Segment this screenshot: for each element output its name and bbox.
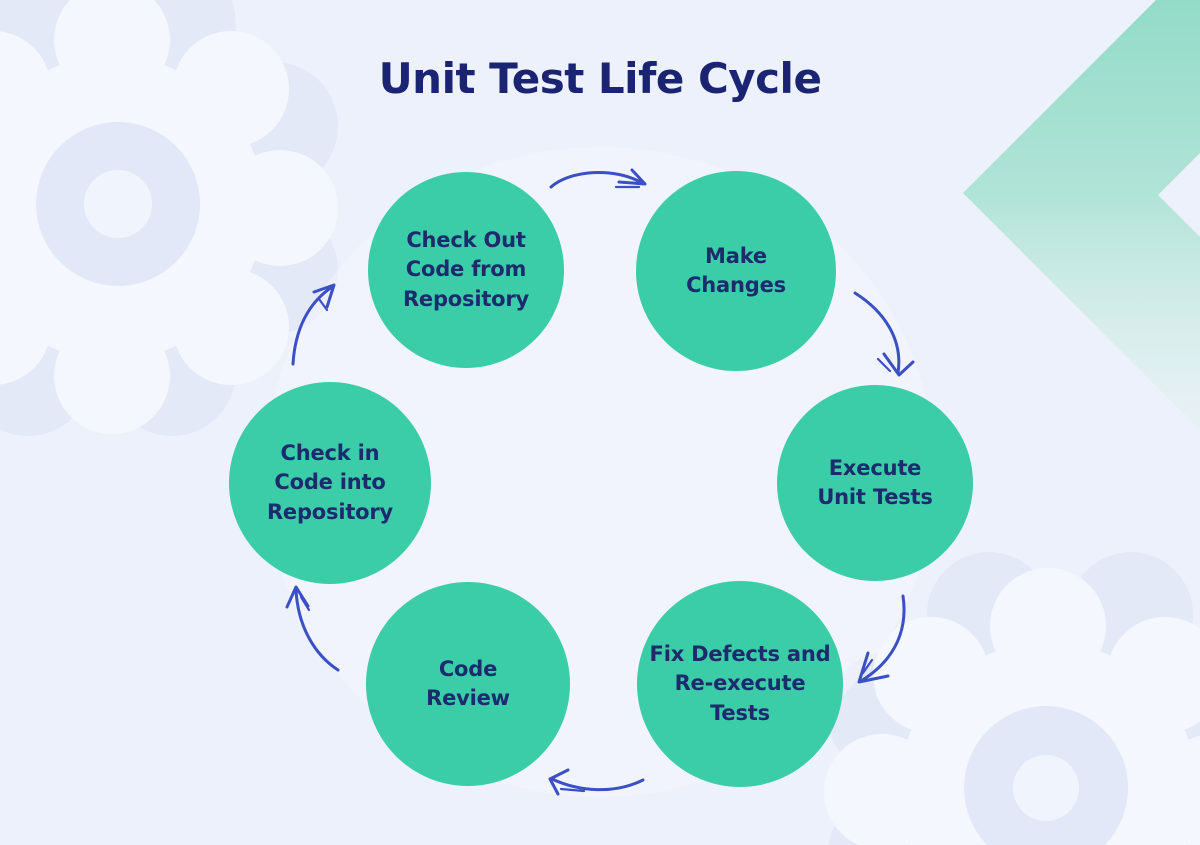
- flow-arrow-codereview-to-checkin: [285, 585, 340, 672]
- step-circle-check-out-code: Check Out Code from Repository: [368, 172, 564, 368]
- flow-arrow-makechanges-to-execute: [853, 291, 915, 377]
- flow-arrow-checkout-to-makechanges: [549, 168, 647, 189]
- flow-arrow-execute-to-fixdefects: [857, 594, 906, 684]
- flow-arrow-checkin-to-checkout: [291, 283, 336, 366]
- step-label: Make Changes: [686, 243, 786, 297]
- step-label: Fix Defects and Re-execute Tests: [649, 641, 831, 725]
- step-circle-fix-defects: Fix Defects and Re-execute Tests: [637, 581, 843, 787]
- step-circle-execute-unit-tests: Execute Unit Tests: [777, 385, 973, 581]
- gear-icon-bottom-right: [824, 552, 1200, 845]
- step-label: Code Review: [426, 656, 510, 710]
- page-title: Unit Test Life Cycle: [378, 54, 822, 103]
- step-label: Check in Code into Repository: [266, 440, 394, 524]
- step-label: Check Out Code from Repository: [402, 227, 530, 311]
- step-label: Execute Unit Tests: [817, 455, 933, 509]
- step-circle-make-changes: Make Changes: [636, 171, 836, 371]
- step-circle-code-review: Code Review: [366, 582, 570, 786]
- step-circle-check-in-code: Check in Code into Repository: [229, 382, 431, 584]
- flow-arrow-fixdefects-to-codereview: [548, 768, 645, 796]
